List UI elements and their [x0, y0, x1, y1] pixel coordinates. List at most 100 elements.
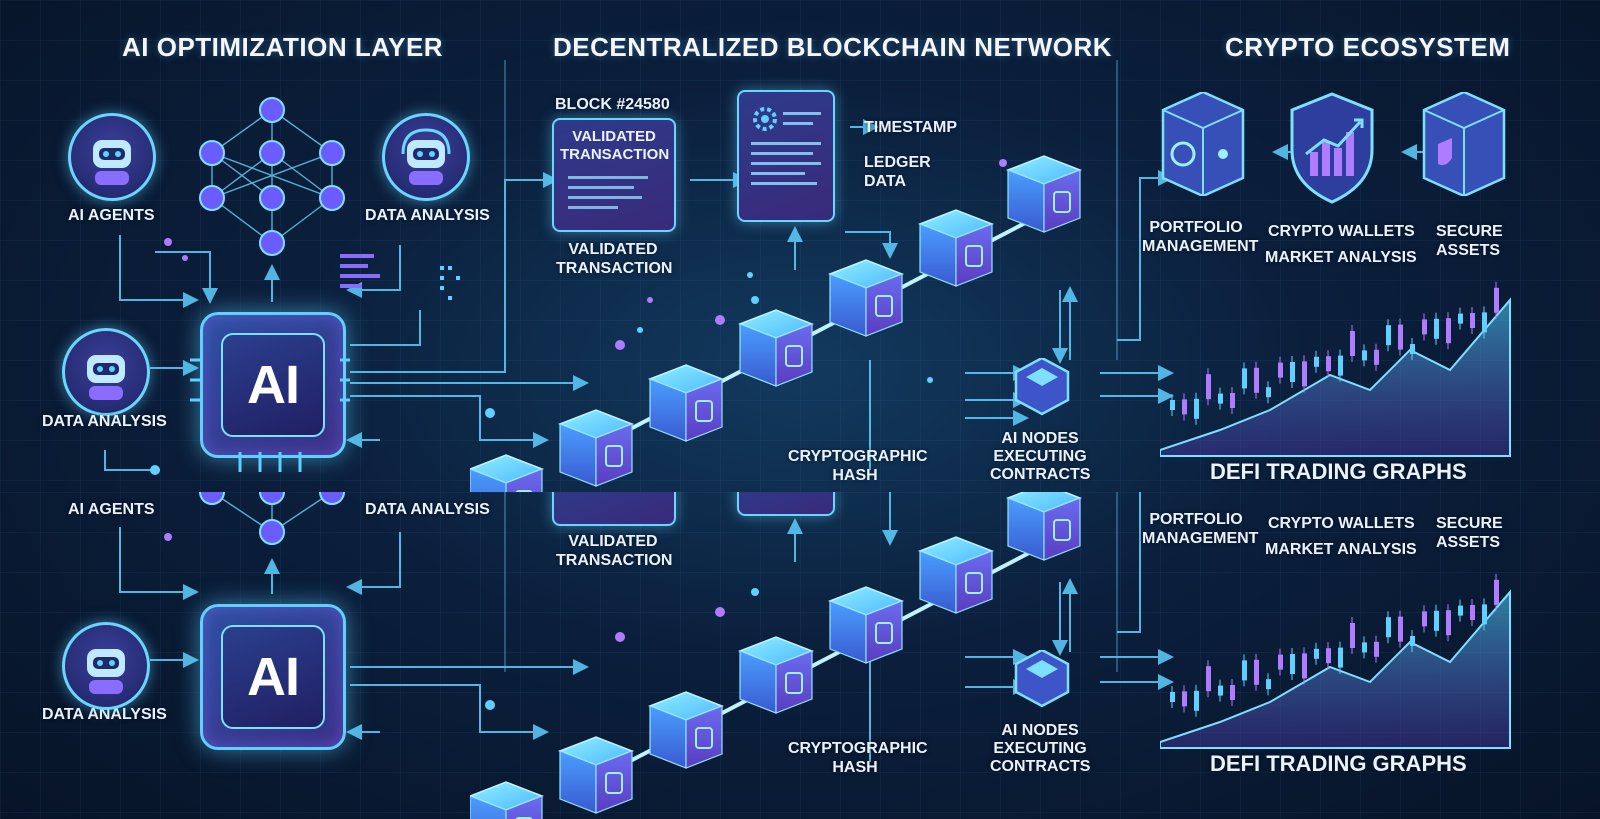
candle-body — [1494, 287, 1499, 313]
candle-body — [1458, 313, 1463, 324]
text-lines-icon — [568, 176, 648, 209]
candle-body — [1314, 648, 1319, 659]
bottom-panel: AI AGENTS DATA ANALYSIS DATA ANALYSIS AI… — [0, 492, 1600, 819]
candle-body — [1446, 318, 1451, 344]
candle-body — [1242, 368, 1247, 389]
candle-body — [1470, 605, 1475, 620]
ai-node-cube-icon — [1014, 358, 1070, 416]
label-timestamp: TIMESTAMP — [864, 119, 958, 136]
candle-body — [1170, 692, 1175, 702]
candle-body — [1230, 393, 1235, 408]
label-cryptographic-hash: CRYPTOGRAPHIC HASH — [788, 740, 928, 776]
candle-body — [1278, 654, 1283, 670]
label-data-analysis-right: DATA ANALYSIS — [365, 207, 490, 224]
candle-body — [1254, 367, 1259, 393]
label-market-analysis: MARKET ANALYSIS — [1265, 541, 1417, 558]
candle-body — [1482, 604, 1487, 625]
candle-body — [1182, 691, 1187, 707]
label-ledger-data: LEDGER DATA — [864, 154, 931, 190]
candle-body — [1302, 361, 1307, 387]
ai-chip: AI — [200, 312, 346, 458]
candle-body — [1386, 325, 1391, 346]
validated-transaction-card — [552, 492, 676, 526]
candle-body — [1362, 642, 1367, 653]
ledger-card — [737, 492, 835, 516]
candle-body — [1410, 344, 1415, 354]
robot-icon — [87, 355, 125, 400]
candle-body — [1374, 349, 1379, 365]
top-panel: AI OPTIMIZATION LAYER DECENTRALIZED BLOC… — [0, 0, 1600, 492]
label-validated-transaction: VALIDATED TRANSACTION — [556, 241, 673, 277]
candle-body — [1482, 312, 1487, 333]
label-defi-graphs: DEFI TRADING GRAPHS — [1210, 751, 1467, 776]
connection-lines — [119, 492, 1174, 762]
candle-body — [1386, 617, 1391, 638]
label-data-analysis-left: DATA ANALYSIS — [42, 706, 167, 723]
candle-body — [1434, 318, 1439, 339]
label-secure-assets: SECURE ASSETS — [1436, 223, 1503, 259]
data-analysis-avatar-left — [62, 328, 150, 416]
label-ai-nodes: AI NODES EXECUTING CONTRACTS — [990, 722, 1091, 775]
ai-node-cube-icon — [1014, 650, 1070, 708]
section-title-ecosystem: CRYPTO ECOSYSTEM — [1225, 32, 1511, 62]
gear-document-icon — [751, 107, 821, 185]
label-crypto-wallets: CRYPTO WALLETS — [1268, 515, 1415, 532]
ai-agent-avatar — [68, 113, 156, 201]
candle-body — [1266, 679, 1271, 690]
candle-body — [1398, 324, 1403, 350]
code-lines-icon — [340, 254, 460, 300]
data-analysis-avatar — [382, 113, 470, 201]
ai-chip: AI — [200, 604, 346, 750]
neural-network-icon — [199, 97, 345, 256]
robot-icon — [87, 649, 125, 694]
candle-body — [1350, 331, 1355, 356]
candle-body — [1170, 400, 1175, 410]
candle-body — [1290, 362, 1295, 382]
candle-body — [1326, 356, 1331, 372]
candle-body — [1206, 666, 1211, 692]
safe-vault-icon — [1161, 92, 1245, 196]
defi-trading-graph — [1160, 281, 1511, 457]
label-ai-agents: AI AGENTS — [68, 207, 155, 224]
chip-pins-icon — [190, 358, 350, 472]
ledger-card — [737, 90, 835, 222]
candle-body — [1302, 653, 1307, 679]
candle-body — [1374, 641, 1379, 657]
ai-chip-label: AI — [221, 625, 325, 729]
validated-transaction-card: VALIDATED TRANSACTION — [552, 118, 676, 232]
section-title-blockchain: DECENTRALIZED BLOCKCHAIN NETWORK — [553, 32, 1113, 62]
label-crypto-wallets: CRYPTO WALLETS — [1268, 223, 1415, 240]
label-cryptographic-hash: CRYPTOGRAPHIC HASH — [788, 448, 928, 484]
candle-body — [1290, 654, 1295, 674]
ai-chip-label: AI — [221, 333, 325, 437]
shield-chart-icon — [1290, 92, 1374, 204]
candle-body — [1422, 319, 1427, 335]
label-secure-assets: SECURE ASSETS — [1436, 515, 1503, 551]
candle-body — [1182, 399, 1187, 415]
candle-body — [1350, 623, 1355, 648]
label-market-analysis: MARKET ANALYSIS — [1265, 249, 1417, 266]
label-ai-nodes: AI NODES EXECUTING CONTRACTS — [990, 430, 1091, 483]
candle-body — [1254, 659, 1259, 685]
neural-network-icon — [199, 492, 345, 545]
candle-body — [1314, 356, 1319, 367]
candle-body — [1458, 605, 1463, 616]
candle-body — [1362, 350, 1367, 361]
candle-body — [1242, 660, 1247, 681]
label-portfolio: PORTFOLIO MANAGEMENT — [1142, 219, 1259, 255]
candle-body — [1218, 685, 1223, 696]
section-title-ai: AI OPTIMIZATION LAYER — [122, 32, 444, 62]
label-ai-agents: AI AGENTS — [68, 501, 155, 518]
candle-body — [1446, 610, 1451, 636]
candle-body — [1338, 355, 1343, 376]
label-portfolio: PORTFOLIO MANAGEMENT — [1142, 511, 1259, 547]
label-block-number: BLOCK #24580 — [555, 96, 670, 113]
candle-body — [1230, 685, 1235, 700]
candle-body — [1218, 393, 1223, 404]
blockchain-chain-icon — [470, 155, 1081, 492]
candle-body — [1398, 616, 1403, 642]
robot-icon — [93, 140, 131, 185]
candle-body — [1422, 611, 1427, 627]
connection-lines — [104, 60, 1444, 475]
